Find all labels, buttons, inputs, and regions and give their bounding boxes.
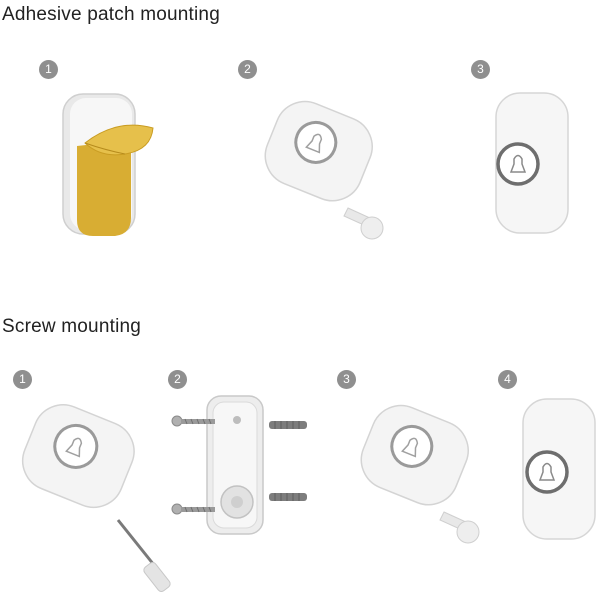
adhesive-step-1-badge: 1 — [39, 60, 58, 79]
adhesive-back-plate-illustration — [55, 88, 165, 243]
adhesive-section-title: Adhesive patch mounting — [2, 4, 220, 26]
screwdriver-icon — [118, 520, 172, 593]
screw-back-plate-illustration — [165, 390, 315, 540]
screw-step-1-badge: 1 — [13, 370, 32, 389]
screw-button-pull-tab-illustration — [354, 402, 494, 547]
pull-tab-icon — [344, 208, 383, 239]
wall-anchor-icon — [269, 421, 307, 429]
screw-step-2-badge: 2 — [168, 370, 187, 389]
wall-anchor-icon — [269, 493, 307, 501]
screw-step-3-badge: 3 — [337, 370, 356, 389]
adhesive-button-pull-tab-illustration — [258, 98, 398, 243]
adhesive-patch-icon — [77, 125, 153, 236]
adhesive-step-2-badge: 2 — [238, 60, 257, 79]
screw-button-screwdriver-illustration — [18, 402, 188, 597]
back-plate-icon — [207, 396, 263, 534]
adhesive-step-3-badge: 3 — [471, 60, 490, 79]
screw-step-4-badge: 4 — [498, 370, 517, 389]
adhesive-mounted-button-illustration — [493, 90, 573, 240]
pull-tab-icon — [440, 512, 479, 543]
screw-mounted-button-illustration — [520, 396, 600, 546]
screw-section-title: Screw mounting — [2, 316, 141, 338]
